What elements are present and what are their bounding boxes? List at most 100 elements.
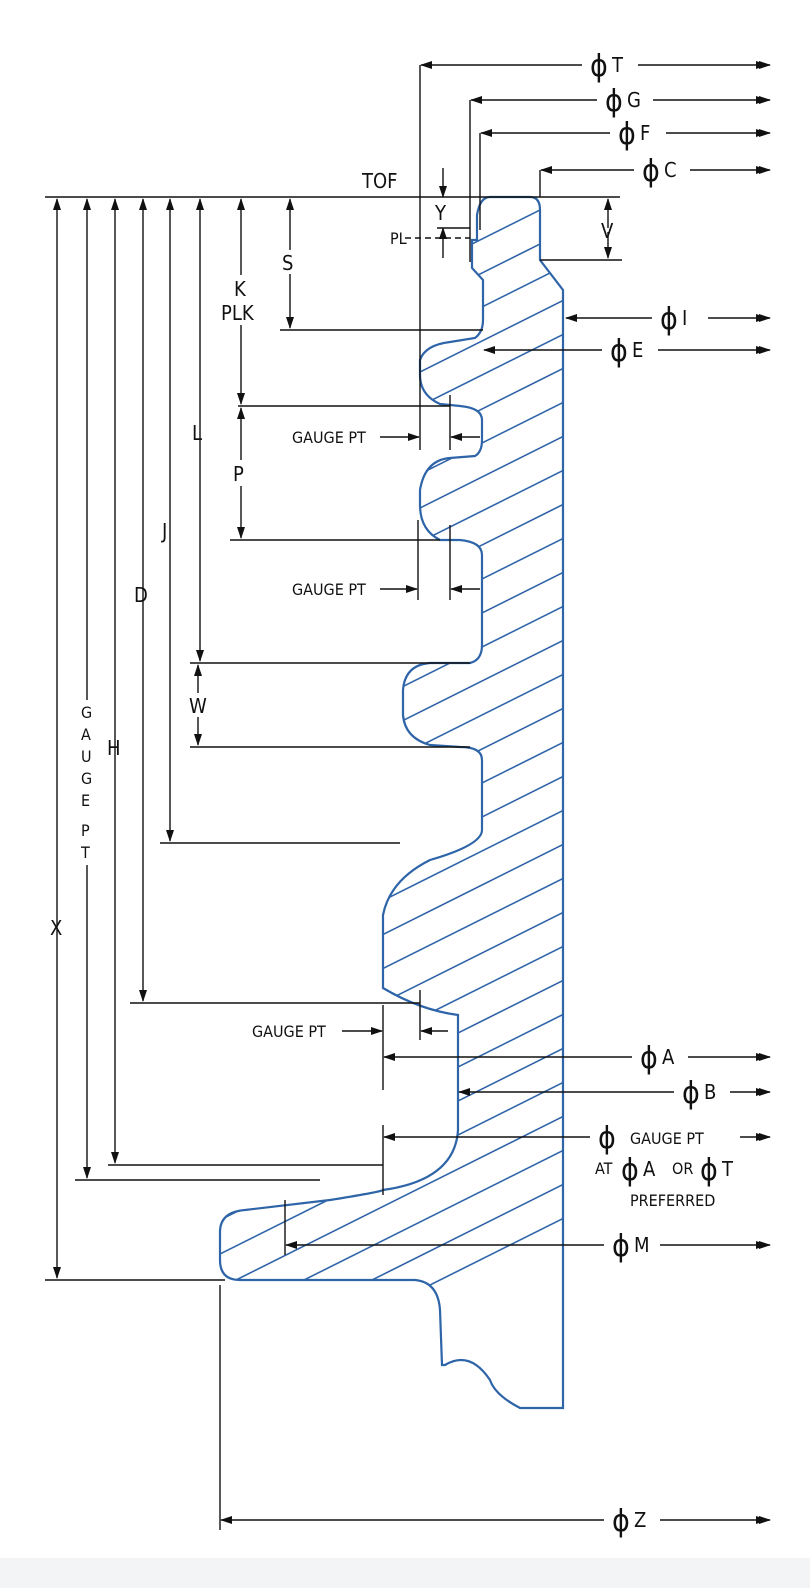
- hatch-line: [220, 908, 563, 1088]
- x-label: X: [50, 916, 62, 940]
- hatch-line: [220, 330, 563, 510]
- phi-symbol: ϕ: [682, 1076, 700, 1111]
- double-arrowhead-icon: [756, 61, 768, 69]
- hatch-line: [220, 262, 563, 442]
- plk-label: PLK: [221, 301, 255, 325]
- hatch-line: [220, 398, 563, 578]
- phi-i-label: I: [682, 306, 687, 330]
- phi-symbol: ϕ: [605, 84, 623, 119]
- svg-text:AT: AT: [595, 1159, 613, 1178]
- gauge-pt-label-1: GAUGE PT: [292, 428, 366, 447]
- hatch-line: [220, 1078, 563, 1258]
- d-label: D: [134, 583, 148, 607]
- phi-z-label: Z: [634, 1508, 646, 1532]
- phi-symbol: ϕ: [640, 1041, 658, 1076]
- tof-label: TOF: [361, 169, 398, 193]
- gauge-pt-vertical-label: G A U G E P T: [80, 703, 92, 862]
- hatch-line: [220, 364, 563, 544]
- double-arrowhead-icon: [756, 346, 768, 354]
- phi-symbol: ϕ: [612, 1229, 630, 1264]
- hatch-line: [220, 197, 563, 374]
- s-label: S: [282, 251, 293, 275]
- phi-symbol: ϕ: [660, 302, 678, 337]
- svg-text:ϕ: ϕ: [700, 1153, 718, 1188]
- phi-symbol: ϕ: [590, 49, 608, 84]
- hatch-line: [220, 228, 563, 408]
- double-arrowhead-icon: [756, 129, 768, 137]
- double-arrowhead-icon: [756, 1516, 768, 1524]
- hatch-line: [220, 670, 563, 850]
- footer-bar: [0, 1558, 810, 1588]
- diameter-extension-lines: [469, 100, 541, 262]
- hatch-line: [220, 1044, 563, 1224]
- phi-symbol: ϕ: [612, 1504, 630, 1539]
- double-arrowhead-icon: [756, 1053, 768, 1061]
- hatch-line: [220, 432, 563, 612]
- svg-text:E: E: [81, 791, 90, 810]
- svg-text:A: A: [81, 725, 91, 744]
- svg-text:ϕ: ϕ: [598, 1121, 616, 1156]
- phi-e-label: E: [632, 338, 643, 362]
- hatch-line: [220, 534, 563, 714]
- phi-gauge-pt-dimension: [383, 1133, 771, 1141]
- phi-a-label: A: [662, 1045, 675, 1069]
- double-arrowhead-icon: [756, 314, 768, 322]
- phi-m-label: M: [634, 1233, 650, 1257]
- svg-text:P: P: [81, 821, 90, 840]
- hatch-line: [220, 296, 563, 476]
- hatch-line: [220, 840, 563, 1020]
- double-arrowhead-icon: [756, 166, 768, 174]
- phi-b-label: B: [704, 1080, 716, 1104]
- svg-text:OR: OR: [672, 1159, 693, 1178]
- l-label: L: [192, 421, 202, 445]
- svg-text:G: G: [81, 703, 92, 722]
- double-arrowhead-icon: [756, 96, 768, 104]
- phi-f-label: F: [640, 121, 650, 145]
- phi-t-label: T: [611, 53, 624, 77]
- phi-symbol: ϕ: [618, 117, 636, 152]
- phi-gauge-pt-note: ϕ GAUGE PT AT ϕ A OR ϕ T PREFERRED: [595, 1121, 734, 1210]
- hatch-line: [220, 806, 563, 986]
- hatch-line: [220, 466, 563, 646]
- svg-text:PREFERRED: PREFERRED: [630, 1191, 715, 1210]
- phi-symbol: ϕ: [610, 334, 628, 369]
- hatch-line: [220, 1146, 563, 1326]
- section-hatching: [220, 197, 563, 1394]
- v-label: V: [601, 219, 614, 243]
- p-label: P: [233, 462, 244, 486]
- svg-text:U: U: [81, 747, 92, 766]
- gauge-pt-label-3: GAUGE PT: [252, 1022, 326, 1041]
- hatch-line: [220, 500, 563, 680]
- svg-text:T: T: [80, 843, 90, 862]
- w-label: W: [189, 694, 207, 718]
- hatch-line: [220, 1112, 563, 1292]
- svg-text:G: G: [81, 769, 92, 788]
- svg-text:A: A: [643, 1157, 656, 1181]
- phi-c-label: C: [664, 158, 677, 182]
- j-label: J: [161, 519, 167, 543]
- reference-lines: [45, 329, 483, 1281]
- hatch-line: [220, 704, 563, 884]
- svg-text:T: T: [721, 1157, 734, 1181]
- k-label: K: [234, 277, 247, 301]
- phi-g-label: G: [627, 88, 641, 112]
- h-label: H: [107, 736, 121, 760]
- pl-label: PL: [390, 229, 407, 248]
- hatch-line: [220, 1214, 563, 1394]
- double-arrowhead-icon: [756, 1241, 768, 1249]
- hatch-line: [220, 602, 563, 782]
- svg-text:GAUGE PT: GAUGE PT: [630, 1129, 704, 1148]
- hatch-line: [220, 772, 563, 952]
- hatch-line: [220, 568, 563, 748]
